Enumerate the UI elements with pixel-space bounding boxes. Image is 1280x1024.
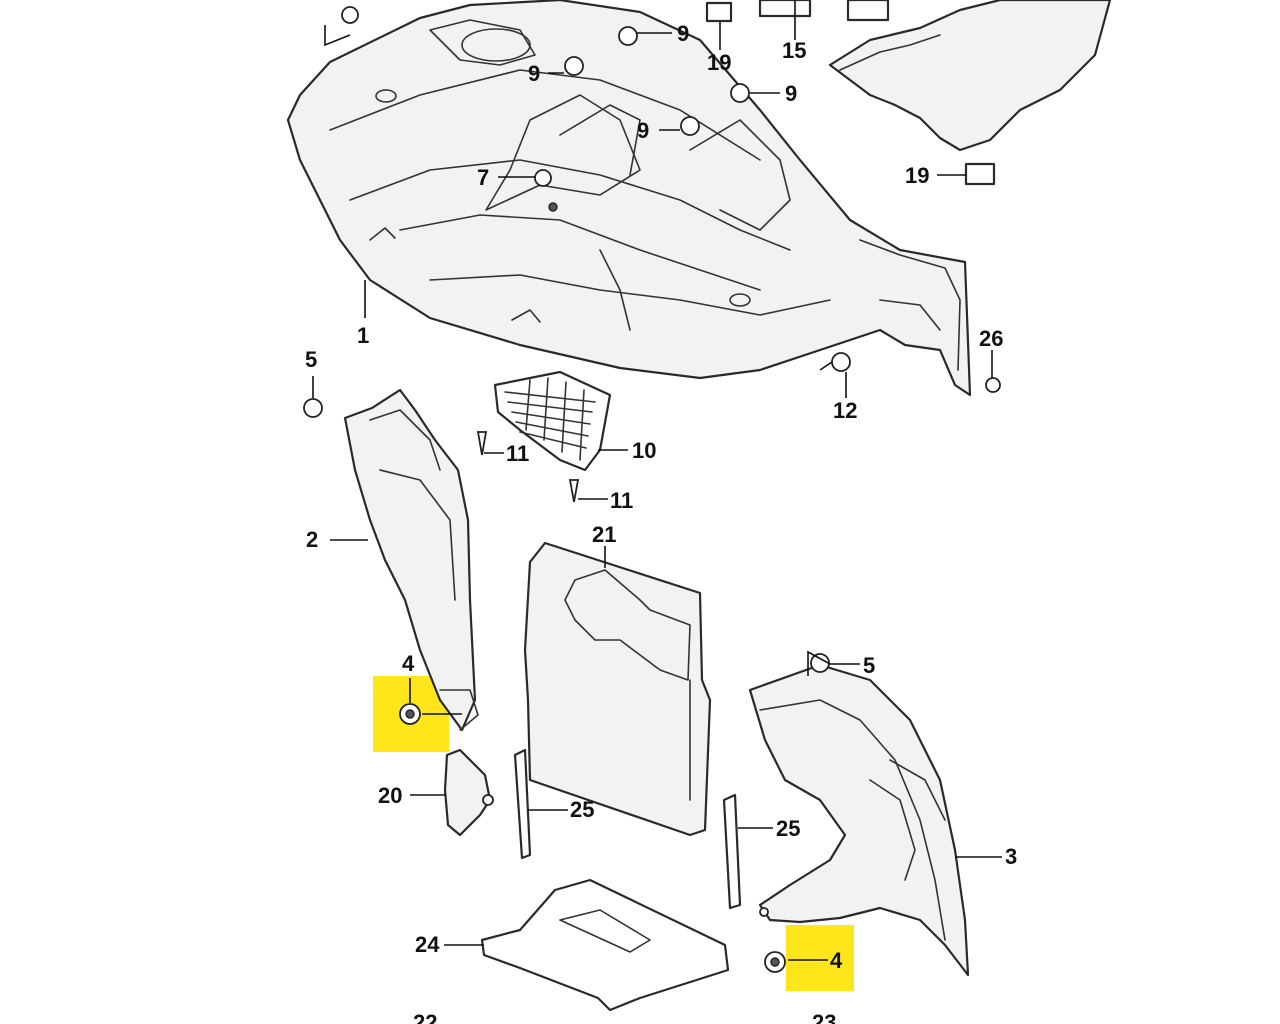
callout-7: 7 (477, 165, 489, 190)
part-2-left-side-panel (343, 388, 479, 732)
callout-4-right: 4 (830, 948, 843, 973)
callout-21: 21 (592, 522, 616, 547)
part-24-lower-plate (480, 878, 730, 1012)
fasteners (303, 1, 1001, 973)
callout-25-b: 25 (776, 816, 800, 841)
callout-25-a: 25 (570, 797, 594, 822)
callout-5-right: 5 (863, 653, 875, 678)
callout-10: 10 (632, 438, 656, 463)
part-10-vent-grille (493, 370, 612, 472)
part-1-front-carrier (286, 0, 972, 397)
callout-26: 26 (979, 326, 1003, 351)
part-3-right-side-panel (748, 663, 970, 977)
part-20-bracket (443, 748, 494, 837)
callout-22: 22 (413, 1010, 437, 1024)
callout-9-d: 9 (637, 118, 649, 143)
callout-20: 20 (378, 783, 402, 808)
callout-11-a: 11 (506, 441, 529, 466)
callout-11-b: 11 (610, 488, 633, 513)
callout-3: 3 (1005, 844, 1017, 869)
highlight-box-right (786, 925, 854, 991)
leader-lines (312, 0, 1002, 961)
callout-1: 1 (357, 323, 369, 348)
callout-2: 2 (306, 527, 318, 552)
callout-9-c: 9 (785, 81, 797, 106)
part-15-upper-right-panel (758, 0, 1112, 152)
callout-5-left: 5 (305, 347, 317, 372)
callout-12: 12 (833, 398, 857, 423)
callout-15: 15 (782, 38, 806, 63)
callout-9-b: 9 (528, 61, 540, 86)
part-21-center-panel (523, 541, 712, 837)
callout-4-left: 4 (402, 651, 415, 676)
callout-19-b: 19 (905, 163, 929, 188)
callout-24: 24 (415, 932, 440, 957)
callout-19-a: 19 (707, 50, 731, 75)
callout-9-a: 9 (677, 21, 689, 46)
callout-23: 23 (812, 1010, 836, 1024)
part-25-cable-ties (513, 748, 742, 910)
callout-labels: 1 2 3 4 4 5 5 7 9 9 9 9 10 11 11 12 15 1… (305, 21, 1017, 1024)
